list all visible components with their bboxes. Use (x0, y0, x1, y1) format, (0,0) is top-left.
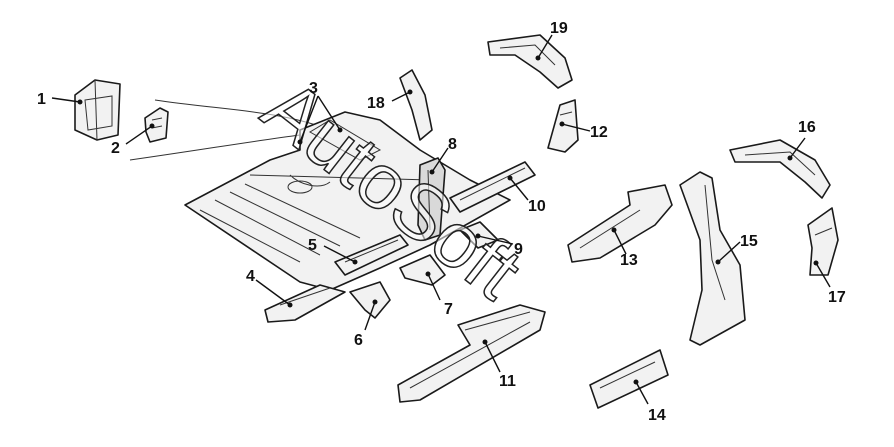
callout-15: 15 (740, 233, 758, 250)
part-14-plate[interactable] (589, 349, 669, 409)
callout-19: 19 (550, 20, 568, 37)
callout-11: 11 (499, 373, 516, 390)
part-11-sill[interactable] (397, 304, 546, 403)
callout-10: 10 (528, 198, 546, 215)
callout-17: 17 (828, 289, 846, 306)
callout-8: 8 (448, 136, 457, 153)
part-7-bracket[interactable] (399, 254, 446, 286)
callout-5: 5 (308, 237, 317, 254)
callout-1: 1 (37, 91, 46, 108)
part-1-box[interactable] (74, 79, 121, 141)
wire-line (129, 134, 301, 161)
part-10-rail[interactable] (449, 161, 536, 213)
part-15-b-pillar[interactable] (679, 171, 746, 346)
part-4-crossmember[interactable] (264, 284, 346, 323)
floor-pan[interactable] (184, 111, 511, 291)
callout-6: 6 (354, 332, 363, 349)
callout-16: 16 (798, 119, 816, 136)
callout-14: 14 (648, 407, 666, 424)
part-6-bracket[interactable] (349, 281, 391, 319)
part-5-rail[interactable] (334, 234, 409, 276)
callout-9: 9 (514, 241, 523, 258)
callout-3: 3 (309, 80, 318, 97)
callout-4: 4 (246, 268, 255, 285)
wire-line (154, 99, 331, 131)
part-16-wheel-arch[interactable] (729, 139, 831, 199)
part-13-panel[interactable] (567, 184, 673, 263)
part-2-bracket[interactable] (144, 107, 169, 143)
callouts: 1 2 3 4 5 6 7 8 9 10 11 12 13 14 15 16 (37, 20, 846, 424)
callout-13: 13 (620, 252, 638, 269)
part-8-pillar[interactable] (417, 157, 446, 241)
callout-12: 12 (590, 124, 608, 141)
part-18-pillar[interactable] (399, 69, 433, 141)
callout-7: 7 (444, 301, 453, 318)
part-17-bracket[interactable] (807, 207, 839, 276)
callout-2: 2 (111, 140, 120, 157)
callout-18: 18 (367, 95, 385, 112)
part-19-arch[interactable] (487, 34, 573, 89)
